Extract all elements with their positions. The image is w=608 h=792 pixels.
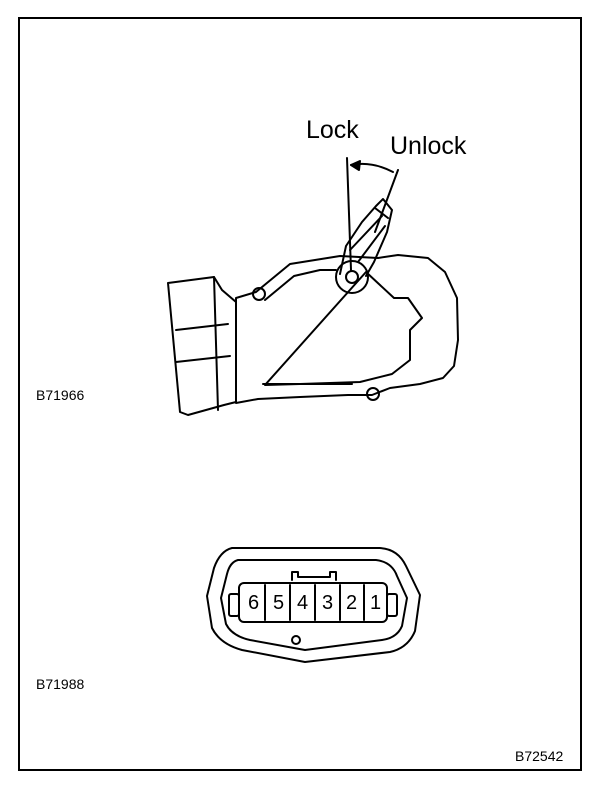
connector-pin-3: 3 (321, 592, 334, 614)
connector-outer-shell (206, 547, 421, 663)
connector-inner-shell (220, 559, 408, 651)
connector-key (291, 571, 337, 581)
lever-arm (339, 198, 393, 277)
connector-pin-5: 5 (272, 592, 285, 614)
actuator-motor (167, 198, 459, 416)
figure-code-page: B72542 (515, 748, 564, 764)
unlock-label: Unlock (390, 132, 467, 160)
figure-code-connector: B71988 (36, 676, 85, 692)
diagram-frame (18, 17, 582, 771)
connector-face (206, 547, 421, 663)
shaft-boss (335, 260, 369, 294)
connector-pin-6: 6 (247, 592, 260, 614)
figure-code-motor: B71966 (36, 387, 85, 403)
mounting-hole (366, 387, 380, 401)
connector-pin-4: 4 (296, 592, 309, 614)
connector-pin-2: 2 (345, 592, 358, 614)
lock-unlock-indicator (346, 157, 399, 271)
mounting-hole (252, 287, 266, 301)
locating-hole (291, 635, 301, 645)
motor-housing (235, 254, 459, 404)
motor-connector-block (167, 276, 237, 416)
shaft-hole (345, 270, 359, 284)
connector-pin-1: 1 (369, 592, 382, 614)
lock-label: Lock (306, 116, 359, 144)
